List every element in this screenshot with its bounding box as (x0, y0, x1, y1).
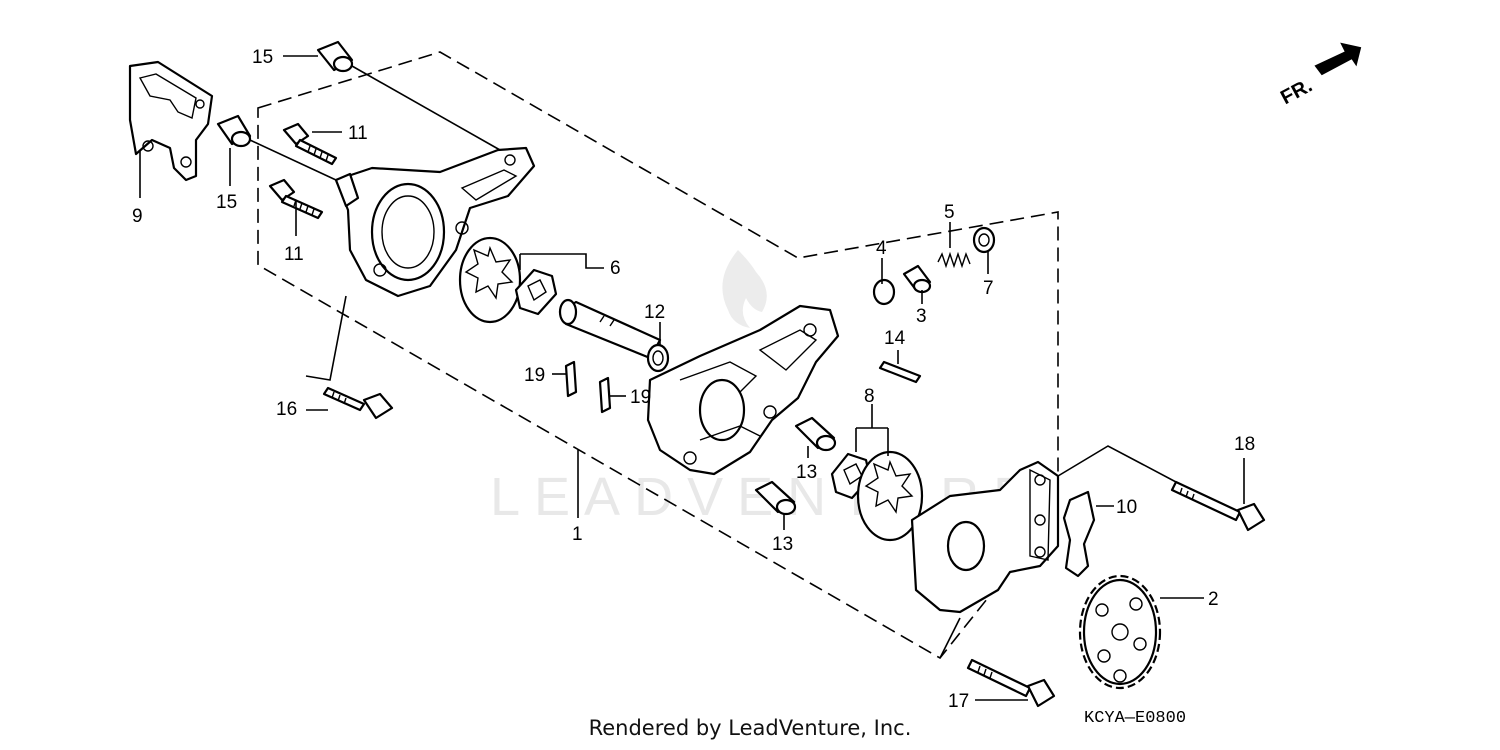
callout-1: 1 (572, 524, 583, 545)
callout-4: 4 (876, 238, 887, 259)
callout-14: 14 (884, 328, 906, 349)
pump-body (646, 304, 840, 476)
washer-12 (646, 343, 670, 373)
footer-credit: Rendered by LeadVenture, Inc. (588, 716, 912, 740)
plug-4 (872, 278, 896, 306)
callout-5: 5 (944, 202, 955, 223)
pump-rear-cover (910, 460, 1060, 614)
callout-12: 12 (644, 302, 665, 323)
collar-left (216, 114, 252, 148)
callout-11-upper: 11 (348, 123, 368, 144)
callout-2: 2 (1208, 589, 1219, 610)
callout-19-b: 19 (630, 387, 651, 408)
collar-13-lower (754, 480, 797, 516)
callouts: 15 9 15 11 11 6 12 19 19 16 1 13 13 8 14… (132, 47, 1255, 712)
front-direction-indicator: FR. (1277, 42, 1362, 110)
bolt-11-upper (282, 122, 338, 166)
assembly-outline (257, 51, 1059, 660)
front-arrow-icon (1314, 42, 1362, 76)
callout-13-lower: 13 (772, 534, 793, 555)
front-label: FR. (1277, 75, 1316, 110)
bolt-16 (322, 386, 394, 420)
cap-7 (972, 226, 996, 254)
bolt-11-lower (268, 178, 324, 220)
diagram-code: KCYA—E0800 (1084, 709, 1186, 728)
callout-10: 10 (1116, 497, 1137, 518)
bolt-18 (1170, 480, 1266, 532)
callout-11-lower: 11 (284, 244, 304, 265)
callout-13-upper: 13 (796, 462, 817, 483)
collar-top (316, 40, 354, 73)
callout-7: 7 (983, 278, 994, 299)
cotter-pin (878, 360, 922, 384)
callout-19-a: 19 (524, 365, 545, 386)
dowel-pin-a (564, 360, 578, 398)
callout-15-top: 15 (252, 47, 273, 68)
bolt-17 (966, 658, 1056, 708)
dowel-pin-b (598, 376, 612, 414)
drive-gear (1078, 574, 1162, 690)
callout-3: 3 (916, 306, 927, 327)
callout-6: 6 (610, 258, 621, 279)
valve-piston-3 (902, 264, 932, 294)
callout-8: 8 (864, 386, 875, 407)
spring-5 (937, 251, 971, 269)
pump-cover (334, 146, 536, 298)
callout-9: 9 (132, 206, 143, 227)
bracket-plate (128, 60, 214, 182)
outer-rotor-upper (458, 236, 522, 324)
callout-15-left: 15 (216, 192, 237, 213)
leader-lines (139, 55, 1245, 701)
callout-16: 16 (276, 399, 297, 420)
callout-18: 18 (1234, 434, 1255, 455)
collar-13-upper (794, 416, 837, 452)
inner-rotor-upper (514, 268, 558, 316)
outer-rotor-lower (856, 450, 924, 542)
callout-17: 17 (948, 691, 969, 712)
gasket-10 (1062, 490, 1096, 578)
